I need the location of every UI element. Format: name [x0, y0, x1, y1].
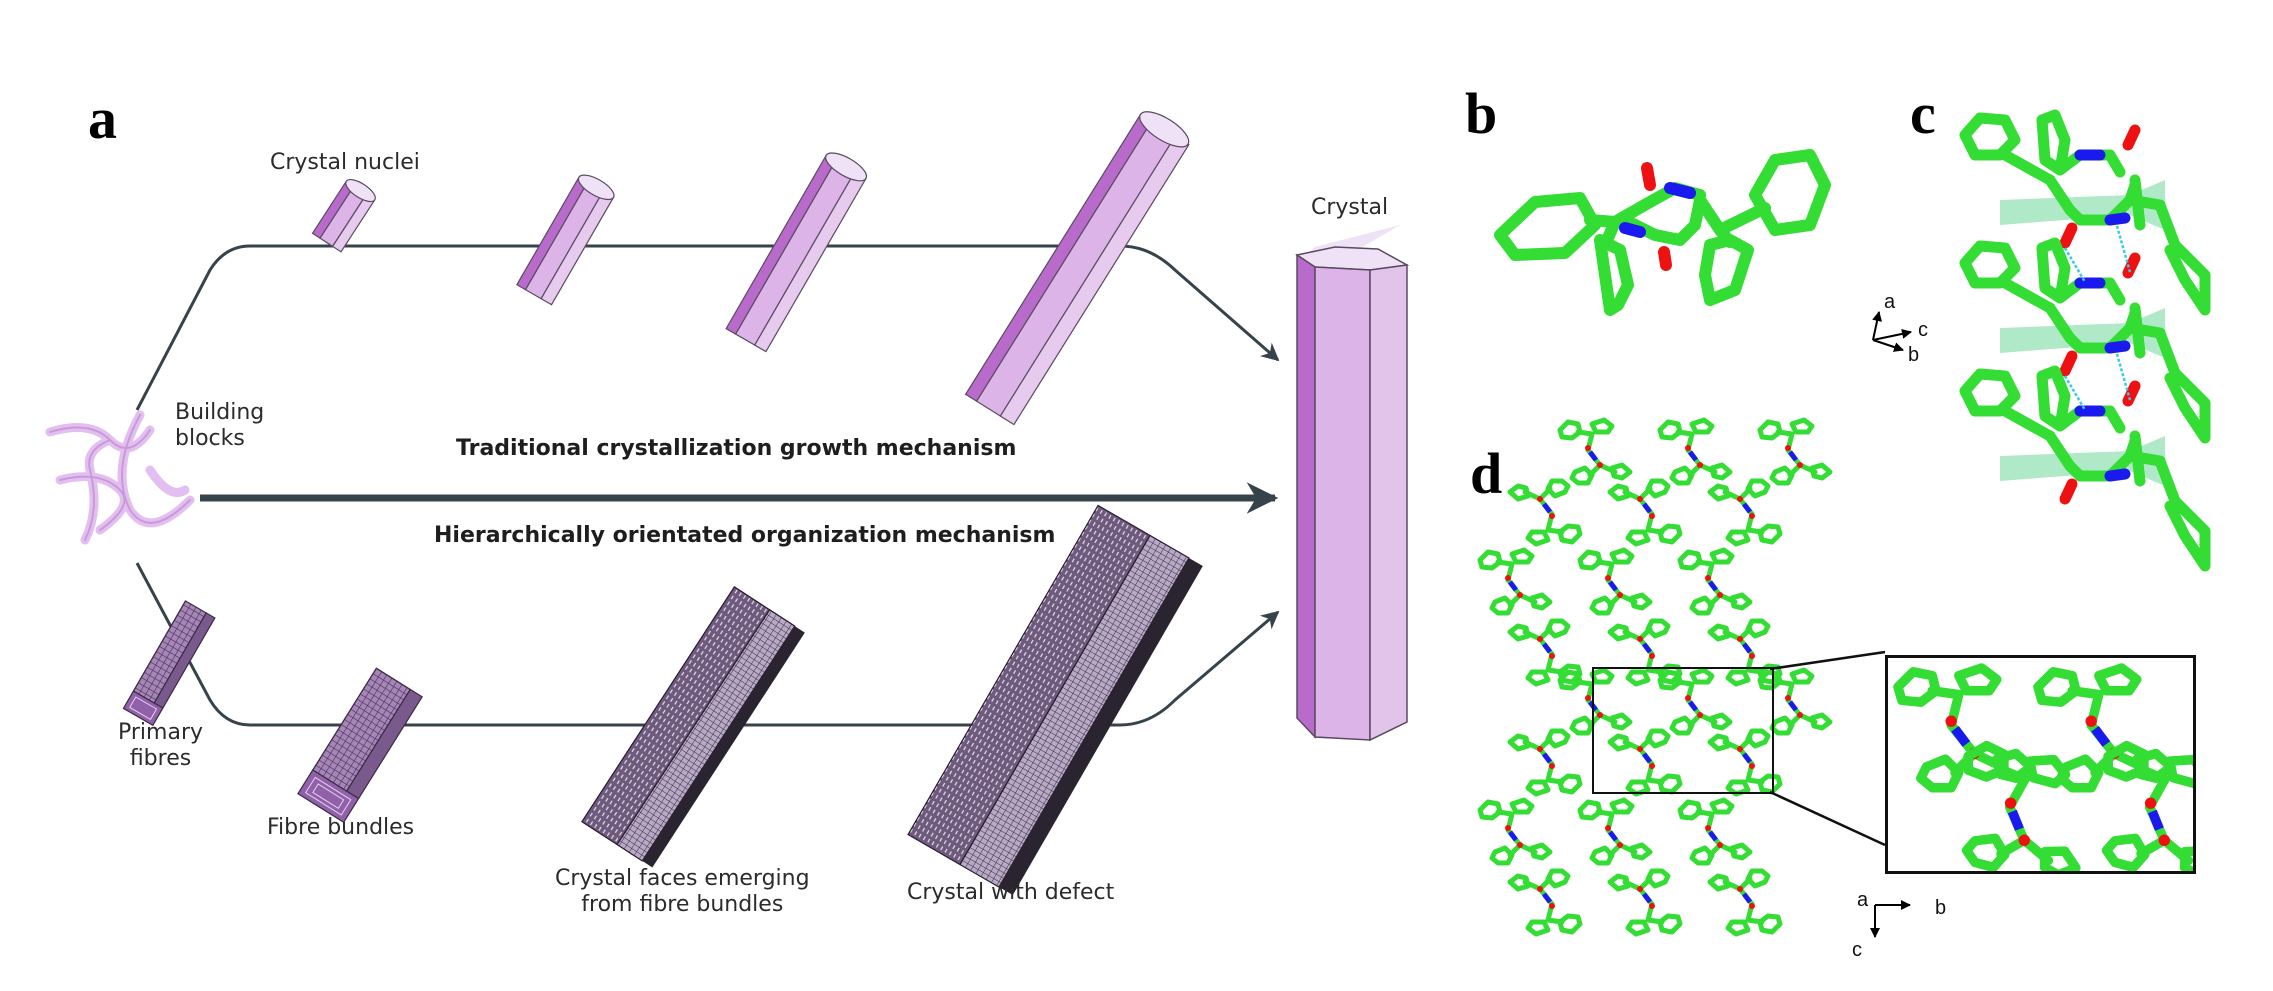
panel-b-molecule	[1494, 149, 1831, 316]
panel-d-letter: d	[1470, 441, 1503, 506]
phenyl-ring	[1699, 234, 1754, 306]
packed-molecule	[1480, 800, 1550, 863]
label-building-blocks: Building blocks	[175, 400, 264, 453]
zoom-region-box	[1592, 667, 1774, 794]
crystal-nucleus-1	[311, 178, 376, 253]
label-building-blocks-line2: blocks	[175, 426, 245, 452]
traditional-path	[135, 244, 1280, 411]
final-crystal	[1295, 225, 1410, 742]
packed-molecule	[1510, 481, 1580, 544]
packed-molecule	[1680, 550, 1750, 613]
panel-c-axes-icon	[1872, 311, 1912, 352]
label-hierarchical-mechanism: Hierarchically orientated organization m…	[434, 523, 1056, 548]
panel-d-axis-a: a	[1857, 889, 1869, 911]
panel-d-axes-icon	[1870, 900, 1911, 938]
zoom-inset-molecules	[1888, 658, 2193, 871]
panel-a-letter: a	[88, 86, 117, 151]
panel-c-letter: c	[1910, 81, 1936, 146]
panel-b-letter: b	[1465, 81, 1498, 146]
label-crystal-faces-line1: Crystal faces emerging	[555, 866, 810, 891]
crystal-growing-3	[725, 152, 868, 353]
crystal-faces-emerging-illustration	[581, 586, 805, 868]
zoom-inset-panel	[1885, 655, 2196, 874]
panel-c-axis-b: b	[1908, 344, 1920, 366]
label-crystal: Crystal	[1311, 195, 1389, 220]
packed-molecule	[1560, 420, 1630, 483]
label-crystal-faces: Crystal faces emerging from fibre bundle…	[555, 866, 810, 919]
packed-molecule	[1660, 420, 1730, 483]
packed-molecule	[1760, 420, 1830, 483]
phenyl-ring	[1594, 234, 1634, 316]
packed-molecule	[1610, 871, 1680, 934]
packed-molecule	[1580, 800, 1650, 863]
fibre-bundles-illustration	[297, 667, 423, 824]
label-traditional-mechanism: Traditional crystallization growth mecha…	[456, 436, 1017, 461]
label-primary-fibres-line2: fibres	[129, 746, 192, 772]
label-crystal-nuclei: Crystal nuclei	[270, 150, 420, 175]
packed-molecule	[1610, 481, 1680, 544]
label-building-blocks-line1: Building	[175, 400, 265, 425]
label-crystal-with-defect: Crystal with defect	[907, 880, 1115, 905]
packed-molecule	[1680, 800, 1750, 863]
label-primary-fibres-line1: Primary	[118, 720, 204, 745]
zoom-connector-lines	[1769, 650, 1886, 847]
packed-molecule	[1480, 550, 1550, 613]
crystal-with-defect-illustration	[907, 504, 1203, 896]
phenyl-ring	[1749, 149, 1831, 236]
panel-a-diagram	[45, 111, 1410, 896]
packed-molecule	[1510, 871, 1580, 934]
panel-c-hbond-chain	[1959, 109, 2211, 540]
packed-molecule	[1580, 550, 1650, 613]
panel-c-axis-c: c	[1918, 319, 1928, 341]
crystal-growing-4	[964, 111, 1190, 426]
panel-c-axis-a: a	[1884, 291, 1896, 313]
label-fibre-bundles: Fibre bundles	[267, 815, 415, 840]
primary-fibres-illustration	[122, 600, 216, 727]
crystal-growing-2	[516, 174, 615, 306]
label-primary-fibres: Primary fibres	[118, 720, 203, 773]
packed-molecule	[1510, 731, 1580, 794]
panel-d-axis-c: c	[1852, 939, 1862, 961]
phenyl-ring	[1494, 192, 1601, 261]
panel-d-axis-b: b	[1935, 897, 1947, 919]
packed-molecule	[1710, 481, 1780, 544]
label-crystal-faces-line2: from fibre bundles	[581, 892, 784, 918]
